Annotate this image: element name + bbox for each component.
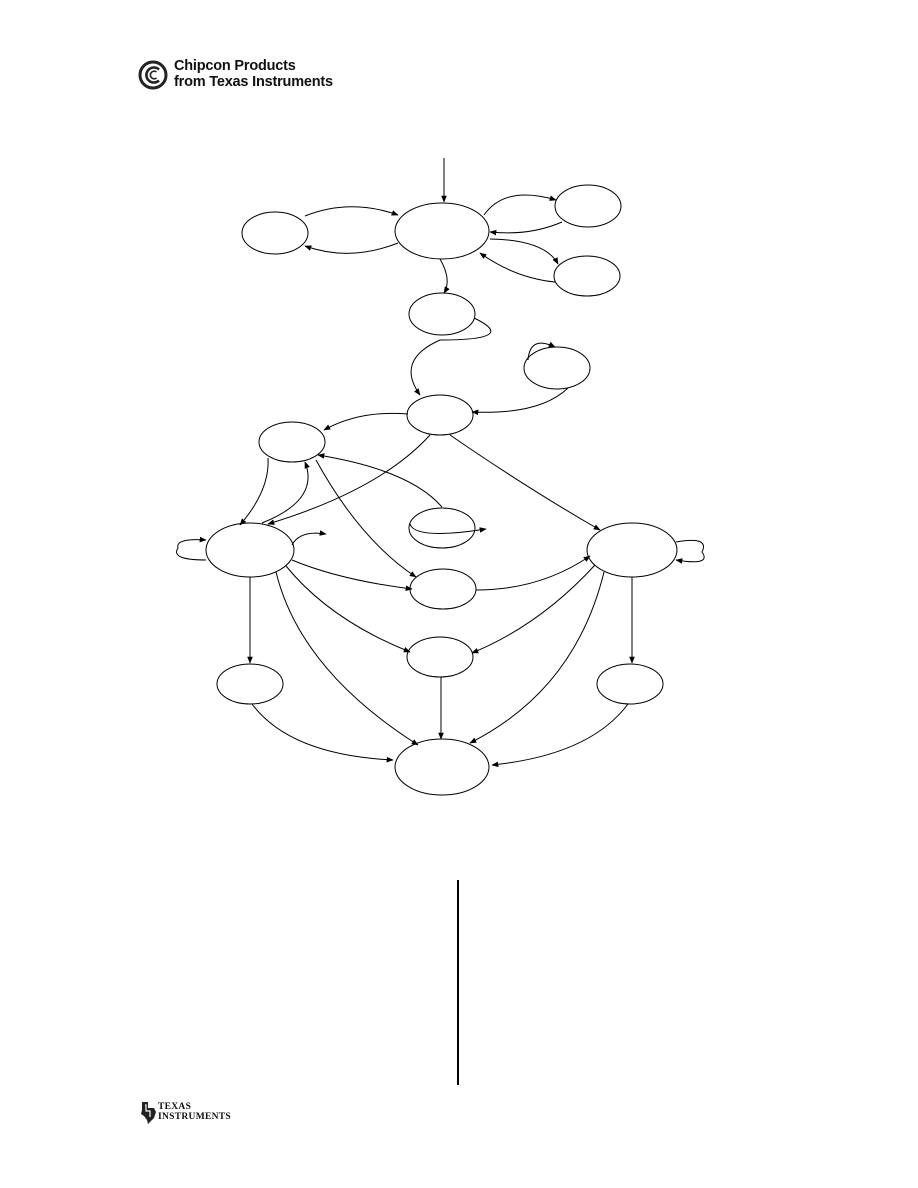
- transition-s8-s7: [317, 453, 443, 508]
- state-s10: [586, 522, 678, 578]
- state-s4: [408, 292, 476, 336]
- column-divider: [457, 880, 459, 1085]
- transition-s14-s15: [491, 703, 629, 768]
- transition-s9-s7: [261, 461, 310, 524]
- transition-s9-self-left: [176, 536, 207, 561]
- transition-s5-s6: [471, 387, 569, 416]
- texas-instruments-logo: TEXAS INSTRUMENTS: [138, 1100, 231, 1130]
- chipcon-c-logo-icon: [138, 60, 168, 90]
- transition-s7-s9: [239, 457, 269, 526]
- state-s15: [394, 738, 490, 796]
- transition-s0-s3: [489, 238, 559, 265]
- ti-logo-line-1: TEXAS: [158, 1102, 192, 1112]
- transition-s6-s7: [323, 412, 409, 431]
- transition-s9-s11: [291, 559, 413, 591]
- transition-s8-self: [409, 523, 487, 534]
- transition-s0-s1: [304, 242, 399, 254]
- transition-s1-s0: [304, 206, 399, 217]
- transition-s7-s11: [315, 459, 417, 578]
- transition-s9-s12: [285, 565, 411, 653]
- state-s5: [523, 346, 591, 390]
- state-s1: [241, 211, 309, 255]
- transition-s6-s10: [449, 434, 601, 531]
- state-s7: [258, 421, 326, 463]
- transition-s13-s15: [251, 703, 394, 763]
- ti-logo-text: TEXAS INSTRUMENTS: [158, 1102, 231, 1122]
- texas-state-logo-icon: [141, 1102, 156, 1124]
- state-s0: [394, 202, 490, 260]
- transition-s0-s2: [483, 194, 557, 216]
- transition-s10-self: [675, 539, 705, 564]
- state-s13: [216, 663, 284, 705]
- transition-s10-s12: [471, 564, 596, 654]
- transition-s9-s9: [291, 530, 327, 546]
- chipcon-logo: Chipcon Products from Texas Instruments: [138, 56, 368, 96]
- state-s14: [596, 663, 664, 705]
- state-s6: [406, 394, 474, 436]
- logo-line-1: Chipcon Products: [174, 58, 296, 74]
- state-s8: [408, 507, 476, 549]
- state-s9: [205, 522, 295, 578]
- logo-line-2: from Texas Instruments: [174, 74, 333, 90]
- chipcon-logo-text: Chipcon Products from Texas Instruments: [174, 58, 333, 90]
- state-s3: [553, 255, 621, 297]
- transition-s10-s15: [469, 571, 605, 744]
- state-s2: [554, 184, 622, 228]
- transition-s0-s4: [439, 258, 450, 294]
- transition-s3-s0: [479, 252, 556, 283]
- ti-logo-line-2: INSTRUMENTS: [158, 1112, 231, 1122]
- transition-s5-self: [527, 341, 556, 361]
- transition-s6-s9: [267, 434, 431, 525]
- state-s11: [409, 568, 477, 610]
- transition-s9-s15: [275, 571, 419, 746]
- transition-s2-s0: [489, 221, 563, 236]
- transition-s4-s6: [410, 317, 492, 396]
- state-s12: [406, 636, 474, 678]
- transition-s11-s10: [475, 555, 591, 591]
